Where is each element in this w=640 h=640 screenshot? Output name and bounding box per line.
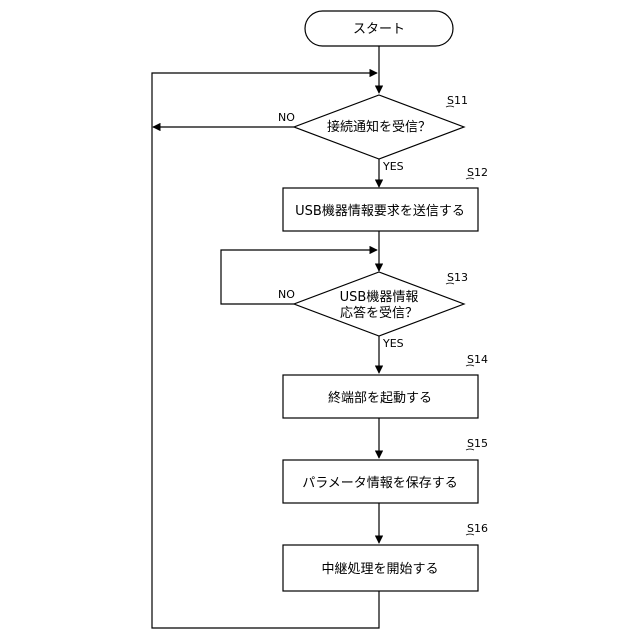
process-s12: USB機器情報要求を送信する (283, 188, 478, 231)
s14-label: 終端部を起動する (328, 390, 432, 406)
s16-label: 中継処理を開始する (321, 562, 438, 577)
s14-step-label: S14 (467, 353, 488, 366)
s11-yes-label: YES (382, 160, 404, 173)
s13-label-line1: USB機器情報 (340, 290, 419, 305)
decision-s13: USB機器情報 応答を受信？ (294, 272, 464, 336)
process-s15: パラメータ情報を保存する (283, 460, 478, 503)
s11-label: 接続通知を受信？ (327, 119, 431, 135)
s12-label: USB機器情報要求を送信する (295, 204, 465, 219)
s11-step-label: S11 (447, 94, 468, 107)
s15-step-label: S15 (467, 437, 488, 450)
process-s14: 終端部を起動する (283, 375, 478, 418)
start-label: スタート (353, 22, 405, 37)
s13-step-label: S13 (447, 271, 468, 284)
decision-s11: 接続通知を受信？ (294, 95, 464, 159)
s13-no-label: NO (278, 288, 295, 301)
s11-no-label: NO (278, 111, 295, 124)
start-node: スタート (305, 11, 453, 46)
s15-label: パラメータ情報を保存する (302, 476, 458, 491)
s12-step-label: S12 (467, 166, 488, 179)
s13-yes-label: YES (382, 337, 404, 350)
s16-step-label: S16 (467, 522, 488, 535)
s13-label-line2: 応答を受信？ (340, 305, 418, 321)
process-s16: 中継処理を開始する (283, 545, 478, 591)
